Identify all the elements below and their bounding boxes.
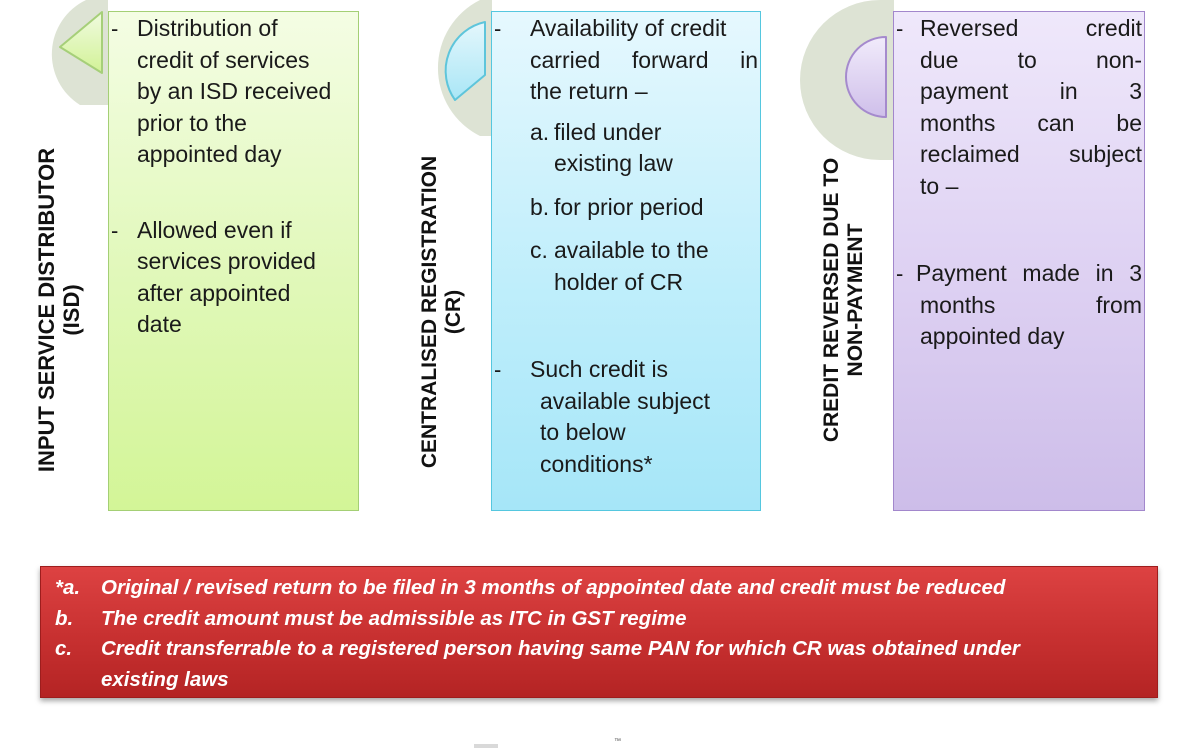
condition-c: c. Credit transferrable to a registered … <box>55 637 1020 691</box>
conditions-note-box: *a. Original / revised return to be file… <box>40 566 1158 698</box>
column-title-isd: INPUT SERVICE DISTRIBUTOR (ISD) <box>34 147 85 473</box>
cr-subitem-c: c. available to the holder of CR <box>530 237 709 295</box>
column-title-cr: CENTRALISED REGISTRATION (CR) <box>418 155 466 469</box>
cr-subitem-b: b. for prior period <box>530 193 704 220</box>
card-reversed: - Reversed credit due to non- payment in… <box>893 11 1145 511</box>
footer-logo-fragment <box>474 744 498 748</box>
pie-disc-icon <box>437 0 492 136</box>
pie-disc-icon <box>51 0 108 105</box>
card-cr: - Availability of credit carried forward… <box>491 11 761 511</box>
column-cr: CENTRALISED REGISTRATION (CR) - Availabi… <box>370 0 770 520</box>
isd-bullet-2: - Allowed even if services provided afte… <box>111 216 316 338</box>
cr-subitems: a. filed under existing law b. for prior… <box>494 117 758 299</box>
isd-bullet-1: - Distribution of credit of services by … <box>111 15 332 167</box>
reversed-bullet-1: - Reversed credit due to non- payment in… <box>896 15 1142 199</box>
column-reversed: CREDIT REVERSED DUE TO NON-PAYMENT - Rev… <box>770 0 1190 520</box>
condition-b: b. The credit amount must be admissible … <box>55 606 687 630</box>
card-isd: - Distribution of credit of services by … <box>108 11 359 511</box>
cr-outro: - Such credit is available subject to be… <box>494 356 711 477</box>
column-title-reversed: CREDIT REVERSED DUE TO NON-PAYMENT <box>820 157 868 443</box>
trademark-mark: ™ <box>614 738 621 745</box>
cr-subitem-a: a. filed under existing law <box>530 118 673 177</box>
reversed-bullet-2: - Payment made in 3 months from appointe… <box>896 260 1142 349</box>
column-isd: INPUT SERVICE DISTRIBUTOR (ISD) - Distri… <box>0 0 370 520</box>
cr-intro: - Availability of credit carried forward… <box>494 15 758 104</box>
condition-a: *a. Original / revised return to be file… <box>55 576 1006 599</box>
pie-disc-icon <box>800 0 894 160</box>
